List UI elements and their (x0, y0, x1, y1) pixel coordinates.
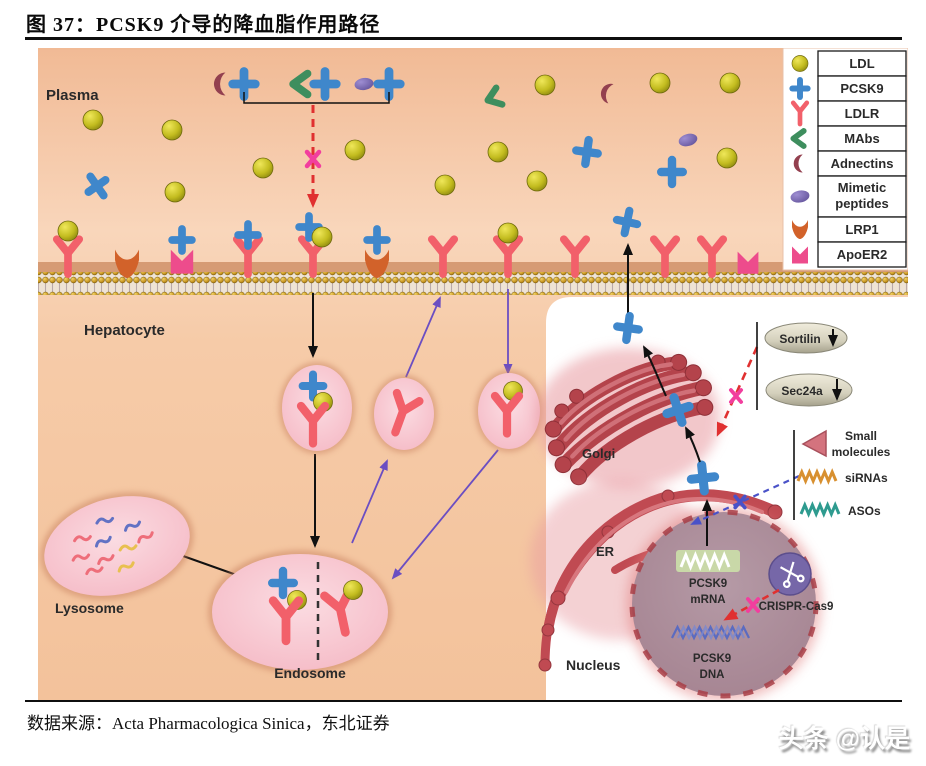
complex-bracket (243, 92, 390, 104)
mrna-label-2: mRNA (690, 594, 725, 606)
trafficking-arrows (167, 243, 633, 580)
lysosome-label: Lysosome (55, 600, 124, 616)
crispr-cas9-complex (768, 552, 812, 596)
figure-title: 图 37：PCSK9 介导的降血脂作用路径 (26, 14, 381, 36)
recycling-vesicle (371, 375, 437, 453)
er-label: ER (596, 544, 615, 559)
mrna-zigzag (679, 550, 731, 572)
small-molecules-label-1: Small (845, 429, 877, 443)
lysosome-organelle (40, 492, 194, 600)
dna-label-2: DNA (700, 669, 725, 681)
nucleus-organelle (627, 499, 821, 700)
small-molecules-label-2: molecules (832, 445, 891, 459)
pathway-diagram: Sortilin Sec24a Small molecules siRNAs A… (38, 48, 908, 700)
title-underline (25, 37, 902, 40)
legend-label-mimetic-2: peptides (835, 196, 888, 211)
endosome-label: Endosome (274, 665, 346, 681)
therapy-legend: Small molecules siRNAs ASOs (793, 429, 891, 520)
dna-double-helix (671, 624, 750, 641)
watermark: 头条 @认是 (778, 725, 910, 753)
sirna-icon (796, 468, 838, 485)
sortilin-label: Sortilin (779, 332, 820, 346)
golgi-organelle (536, 348, 720, 488)
membrane-shadow (38, 262, 908, 273)
internalized-ldl-vesicle (475, 370, 543, 452)
aso-icon (799, 501, 841, 518)
legend-label-adnectins: Adnectins (831, 156, 894, 171)
inhibition-paths (690, 346, 800, 526)
source-rule (25, 700, 902, 702)
nucleus-label: Nucleus (566, 657, 621, 673)
golgi-label: Golgi (582, 446, 615, 461)
scissors-icon (779, 561, 805, 588)
cofactor-panel: Sortilin Sec24a (756, 322, 853, 410)
data-source: 数据来源：Acta Pharmacologica Sinica，东北证券 (27, 714, 390, 733)
mrna-label-1: PCSK9 (689, 578, 727, 590)
endocytic-vesicle-complex (279, 362, 355, 454)
molecule-legend: LDL PCSK9 LDLR MAbs Adnectins Mimetic pe… (782, 48, 908, 271)
endosome-organelle (208, 550, 392, 674)
sirna-aso-block-arrow (690, 474, 800, 526)
legend-label-lrp1: LRP1 (845, 222, 878, 237)
legend-label-ldlr: LDLR (845, 106, 880, 121)
ldl-icon (791, 55, 809, 72)
dna-label-1: PCSK9 (693, 653, 731, 665)
hepatocyte-label: Hepatocyte (84, 322, 165, 339)
plasma-membrane (38, 272, 908, 295)
asos-label: ASOs (848, 504, 881, 518)
legend-label-pcsk9: PCSK9 (840, 81, 883, 96)
legend-label-apoer2: ApoER2 (837, 247, 888, 262)
legend-label-ldl: LDL (849, 56, 874, 71)
crispr-label: CRISPR-Cas9 (759, 601, 834, 613)
sec24a-label: Sec24a (781, 384, 823, 398)
sirnas-label: siRNAs (845, 471, 888, 485)
pcsk9-inhibitor-complexes (213, 72, 400, 208)
legend-label-mabs: MAbs (844, 131, 879, 146)
nuclear-envelope (629, 509, 819, 699)
sortilin-sec24a-block-arrow (716, 346, 759, 437)
plasma-label: Plasma (46, 87, 99, 104)
cell-and-plasma-background (38, 48, 908, 700)
secretory-pathway (616, 315, 716, 493)
legend-label-mimetic-1: Mimetic (838, 180, 886, 195)
small-molecules-icon (801, 429, 827, 458)
